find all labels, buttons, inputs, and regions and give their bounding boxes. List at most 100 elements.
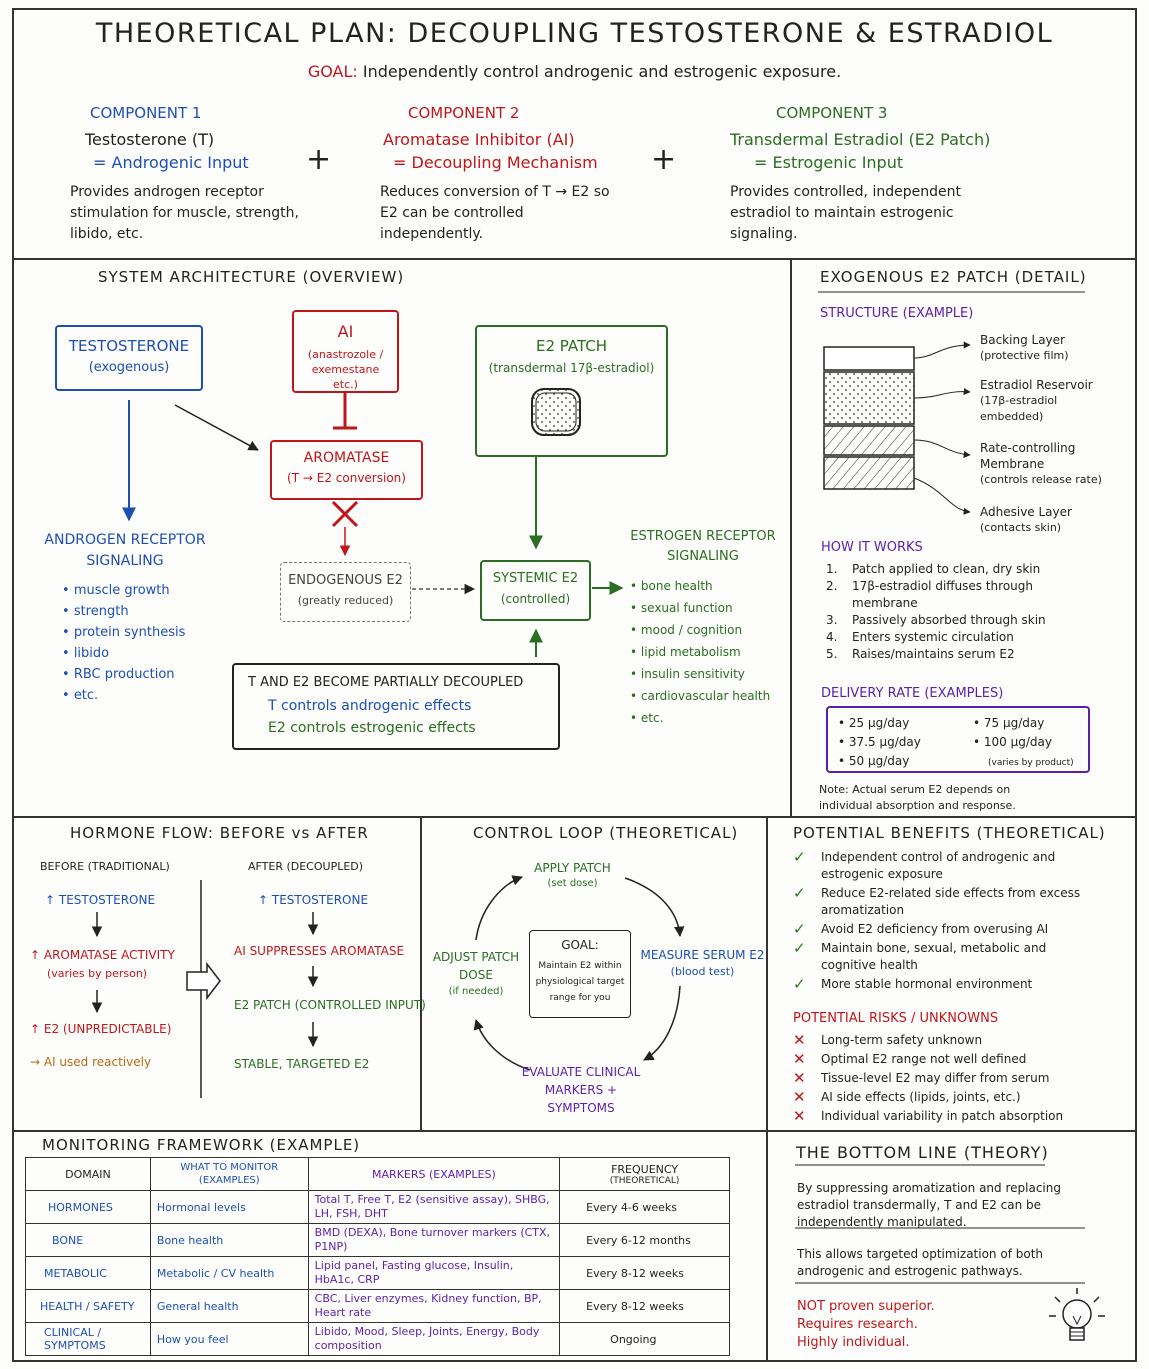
table-row: BONE Bone health BMD (DEXA), Bone turnov… [25,1223,730,1257]
control-loop-title: CONTROL LOOP (THEORETICAL) [473,824,739,842]
benefits-title: POTENTIAL BENEFITS (THEORETICAL) [793,824,1106,842]
layer-note: (contacts skin) [980,521,1062,534]
plus-sign: + [306,142,332,177]
layer-note: (controls release rate) [980,473,1102,486]
goal-line: GOAL: Independently control androgenic a… [12,62,1137,81]
bottom-line-p1: By suppressing aromatization and replaci… [797,1181,1061,1229]
component-name: Transdermal Estradiol (E2 Patch) [730,130,991,149]
cross-icon: ✕ [793,1069,806,1087]
table-row: HORMONES Hormonal levels Total T, Free T… [25,1190,730,1224]
after-step-2: AI SUPPRESSES AROMATASE [234,944,405,958]
risk-item: ✕Individual variability in patch absorpt… [793,1107,1064,1125]
table-row: CLINICAL / SYMPTOMS How you feel Libido,… [25,1322,730,1356]
goal-text: Maintain E2 within physiological target … [535,961,625,1003]
list-item: etc. [630,707,770,729]
list-item: sexual function [630,597,770,619]
outer-frame [12,8,1137,1362]
divider [12,1130,1137,1132]
estrogen-list: bone health sexual function mood / cogni… [630,575,770,729]
goal-text: Independently control androgenic and est… [362,62,842,81]
box-title: TESTOSTERONE [68,337,190,355]
layer-note: (17β-estradiol embedded) [980,394,1058,423]
cross-icon: ✕ [793,1107,806,1125]
after-step-1: ↑ TESTOSTERONE [258,893,369,907]
benefit-item: ✓Avoid E2 deficiency from overusing AI [793,920,1049,938]
component-1: COMPONENT 1 Testosterone (T) = Androgeni… [70,104,300,245]
component-name: Testosterone (T) [85,130,215,149]
cross-icon: ✕ [793,1031,806,1049]
layer-name: Adhesive Layer [980,505,1072,519]
how-title: HOW IT WORKS [821,540,923,555]
divider [766,816,768,1362]
rate-title: DELIVERY RATE (EXAMPLES) [821,686,1004,701]
apply-patch-node: APPLY PATCH (set dose) [510,861,635,889]
layer-label-4: Adhesive Layer (contacts skin) [980,504,1130,536]
layer-name: Rate-controlling Membrane [980,441,1076,471]
estrogen-title: ESTROGEN RECEPTOR SIGNALING [630,529,776,564]
backing-layer [823,346,915,371]
node-note: (if needed) [448,986,504,997]
divider [790,258,792,816]
box-title: SYSTEMIC E2 [492,571,579,586]
benefits-list: ✓Independent control of androgenic and e… [793,849,1093,995]
box-sub: (exogenous) [88,360,170,375]
check-icon: ✓ [793,848,806,866]
risks-title: POTENTIAL RISKS / UNKNOWNS [793,1011,999,1026]
list-item: libido [62,643,185,664]
list-item: protein synthesis [62,622,186,643]
divider [420,816,422,1130]
box-title: ENDOGENOUS E2 [288,573,403,588]
layer-name: Backing Layer [980,333,1065,347]
component-role: = Estrogenic Input [754,153,904,172]
before-title: BEFORE (TRADITIONAL) [40,860,170,873]
check-icon: ✓ [793,975,806,993]
layer-note: (protective film) [980,349,1069,362]
after-step-3: E2 PATCH (CONTROLLED INPUT) [234,998,426,1012]
risk-item: ✕Tissue-level E2 may differ from serum [793,1069,1050,1087]
list-item: bone health [630,575,770,597]
plus-sign: + [651,142,677,177]
component-heading: COMPONENT 3 [776,104,888,122]
cross-icon [331,500,359,528]
before-step-2-note: (varies by person) [47,967,148,980]
cross-icon: ✕ [793,1050,806,1068]
membrane-layer [823,425,915,456]
benefit-item: ✓Reduce E2-related side effects from exc… [793,884,1081,918]
step-item: 1.Patch applied to clean, dry skin [826,562,1041,576]
decoupled-line2: E2 controls estrogenic effects [268,720,476,736]
list-item: strength [62,601,185,622]
divider [12,816,1137,818]
component-role: = Androgenic Input [93,153,249,172]
rate-item: 25 μg/day [838,714,921,733]
before-step-3: ↑ E2 (UNPREDICTABLE) [30,1022,172,1036]
box-sub: (greatly reduced) [297,594,394,607]
component-role: = Decoupling Mechanism [393,153,598,172]
warning-3: Highly individual. [797,1335,910,1350]
before-step-2: ↑ AROMATASE ACTIVITY [30,948,175,962]
how-steps: 1.Patch applied to clean, dry skin 2.17β… [826,561,1066,663]
box-sub: (T → E2 conversion) [287,471,406,485]
arrow-icon [174,404,259,451]
list-item: RBC production [62,664,185,685]
page-title: THEORETICAL PLAN: DECOUPLING TESTOSTERON… [95,18,1054,49]
component-heading: COMPONENT 1 [90,104,202,122]
layer-label-3: Rate-controlling Membrane (controls rele… [980,440,1130,488]
decoupled-line1: T controls androgenic effects [268,698,472,714]
box-title: AROMATASE [303,450,390,466]
rates-box: 25 μg/day 37.5 μg/day 50 μg/day 75 μg/da… [826,706,1090,773]
node-note: (blood test) [670,965,735,978]
component-name: Aromatase Inhibitor (AI) [383,130,575,149]
box-sub: (controlled) [500,592,571,606]
ai-box: AI (anastrozole / exemestane etc.) [292,310,399,393]
testosterone-box: TESTOSTERONE (exogenous) [55,325,203,391]
monitoring-table: DOMAIN WHAT TO MONITOR (EXAMPLES) MARKER… [25,1157,730,1356]
e2-patch-box: E2 PATCH (transdermal 17β-estradiol) [475,325,668,457]
patch-image [531,388,581,436]
risk-item: ✕Optimal E2 range not well defined [793,1050,1027,1068]
warning-2: Requires research. [797,1317,918,1332]
layer-name: Estradiol Reservoir [980,378,1093,392]
hormone-flow-title: HORMONE FLOW: BEFORE vs AFTER [70,824,369,842]
check-icon: ✓ [793,920,806,938]
after-step-4: STABLE, TARGETED E2 [234,1057,370,1071]
